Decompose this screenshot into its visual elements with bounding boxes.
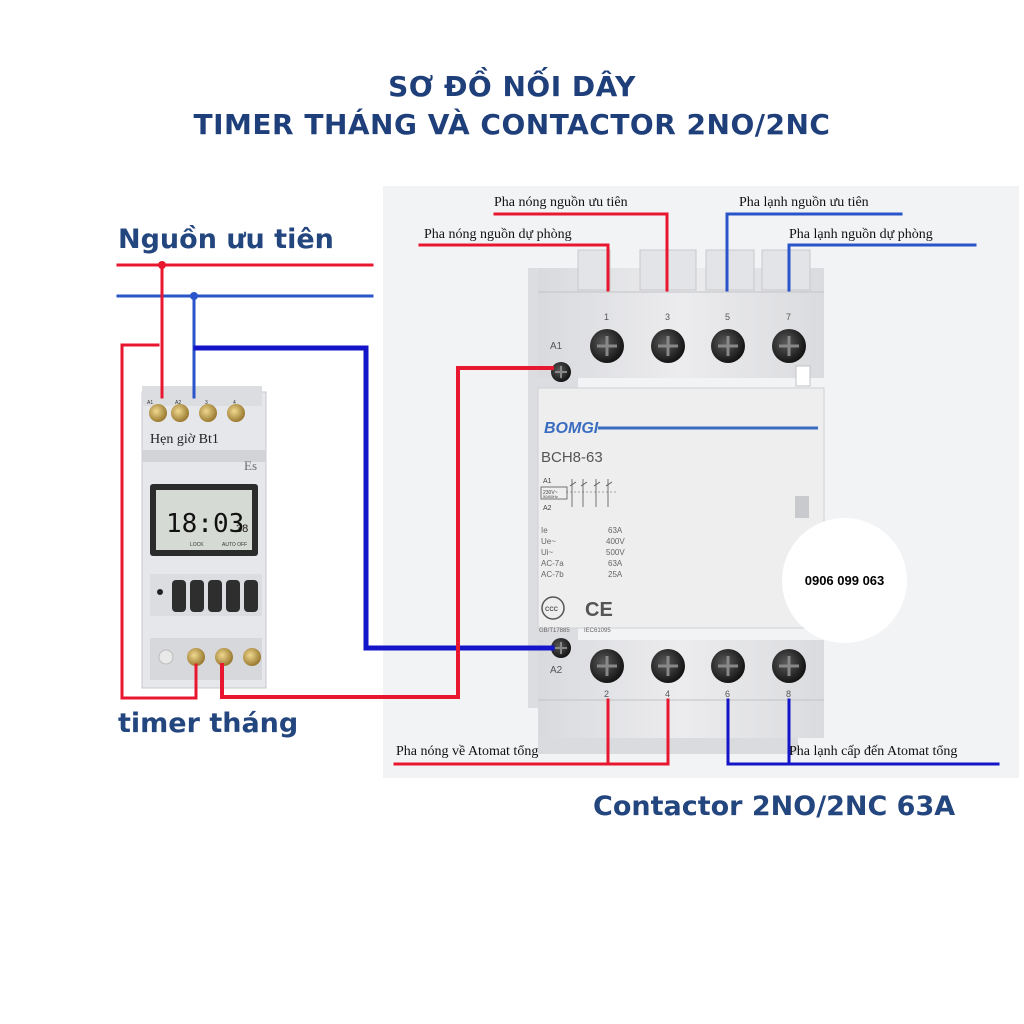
timer-display-time: 18:03 — [166, 509, 244, 539]
cert-ccc: CCC — [545, 607, 559, 613]
svg-text:50/60Hz: 50/60Hz — [543, 494, 558, 499]
phone-number: 0906 099 063 — [804, 573, 885, 588]
timer-display-seconds: 38 — [236, 523, 248, 535]
terminal-number-1: 1 — [604, 312, 609, 322]
contactor: BOMGI BCH8-63 A1 230V~ 50/60Hz A2 Ie 63A… — [528, 249, 825, 754]
spec-value-3: 63A — [608, 559, 623, 568]
priority-source-label: Nguồn ưu tiên — [118, 224, 334, 255]
svg-text:A1: A1 — [147, 400, 153, 406]
label-cold-backup: Pha lạnh nguồn dự phòng — [789, 227, 933, 242]
svg-text:A2: A2 — [175, 400, 181, 406]
bottom-screws — [551, 638, 806, 683]
timer-button[interactable] — [190, 580, 204, 612]
phone-badge: 0906 099 063 — [782, 518, 907, 643]
contactor-brand: BOMGI — [544, 420, 599, 437]
coil-label-a2: A2 — [550, 665, 563, 676]
spec-name-2: Ui~ — [541, 548, 554, 557]
svg-text:3: 3 — [205, 400, 208, 406]
timer-lcd — [156, 490, 252, 550]
standard-gb: GB/T17885 — [539, 628, 570, 634]
diagram-title-line1: SƠ ĐỒ NỐI DÂY — [388, 70, 636, 103]
timer-button[interactable] — [244, 580, 258, 612]
timer-button[interactable] — [208, 580, 222, 612]
ccc-mark-icon — [541, 596, 565, 620]
screw-icon — [215, 648, 233, 666]
svg-text:230V~: 230V~ — [543, 490, 558, 496]
terminal-number-7: 7 — [786, 312, 791, 322]
contactor-schematic: A1 230V~ 50/60Hz A2 — [540, 478, 618, 512]
timer-button[interactable] — [172, 580, 186, 612]
timer-device: A1 A2 3 4 Hẹn giờ Bt1 Es 18:03 38 LOCK A… — [141, 386, 267, 689]
terminal-number-3: 3 — [665, 312, 670, 322]
spec-value-4: 25A — [608, 570, 623, 579]
svg-text:4: 4 — [233, 400, 236, 406]
screw-icon — [199, 404, 217, 422]
terminal-number-2: 2 — [604, 689, 609, 699]
contactor-name-label: Contactor 2NO/2NC 63A — [593, 791, 956, 822]
terminal-number-8: 8 — [786, 689, 791, 699]
label-cold-to-main: Pha lạnh cấp đến Atomat tổng — [789, 744, 958, 759]
spec-value-2: 500V — [606, 548, 625, 557]
label-hot-priority: Pha nóng nguồn ưu tiên — [494, 195, 628, 210]
diagram-title-line2: TIMER THÁNG VÀ CONTACTOR 2NO/2NC — [193, 108, 831, 141]
svg-text:A1: A1 — [543, 478, 552, 485]
screw-icon — [171, 404, 189, 422]
spec-name-3: AC-7a — [541, 559, 564, 568]
screw-icon — [243, 648, 261, 666]
svg-text:A2: A2 — [543, 505, 552, 512]
label-hot-to-main: Pha nóng về Atomat tổng — [396, 744, 539, 759]
terminal-number-4: 4 — [665, 689, 670, 699]
svg-text:AUTO OFF: AUTO OFF — [222, 542, 247, 548]
spec-name-1: Ue~ — [541, 537, 556, 546]
terminal-number-6: 6 — [725, 689, 730, 699]
standard-iec: IEC61095 — [584, 628, 611, 634]
svg-text:LOCK: LOCK — [190, 542, 204, 548]
timer-brand: Es — [244, 458, 257, 473]
timer-label: Hẹn giờ Bt1 — [150, 432, 219, 447]
cert-ce: CE — [585, 599, 613, 621]
terminal-number-5: 5 — [725, 312, 730, 322]
screw-icon — [149, 404, 167, 422]
timer-button[interactable] — [226, 580, 240, 612]
coil-label-a1: A1 — [550, 341, 563, 352]
spec-name-0: Ie — [541, 526, 548, 535]
spec-name-4: AC-7b — [541, 570, 564, 579]
timer-name-label: timer tháng — [118, 708, 299, 739]
label-hot-backup: Pha nóng nguồn dự phòng — [424, 227, 572, 242]
spec-value-1: 400V — [606, 537, 625, 546]
screw-icon — [187, 648, 205, 666]
label-cold-priority: Pha lạnh nguồn ưu tiên — [739, 195, 869, 210]
contactor-specs: Ie 63A Ue~ 400V Ui~ 500V AC-7a 63A AC-7b… — [541, 526, 625, 579]
top-screws — [551, 329, 806, 382]
contactor-model: BCH8-63 — [541, 449, 603, 466]
wires — [116, 212, 1000, 766]
screw-icon — [227, 404, 245, 422]
spec-value-0: 63A — [608, 526, 623, 535]
